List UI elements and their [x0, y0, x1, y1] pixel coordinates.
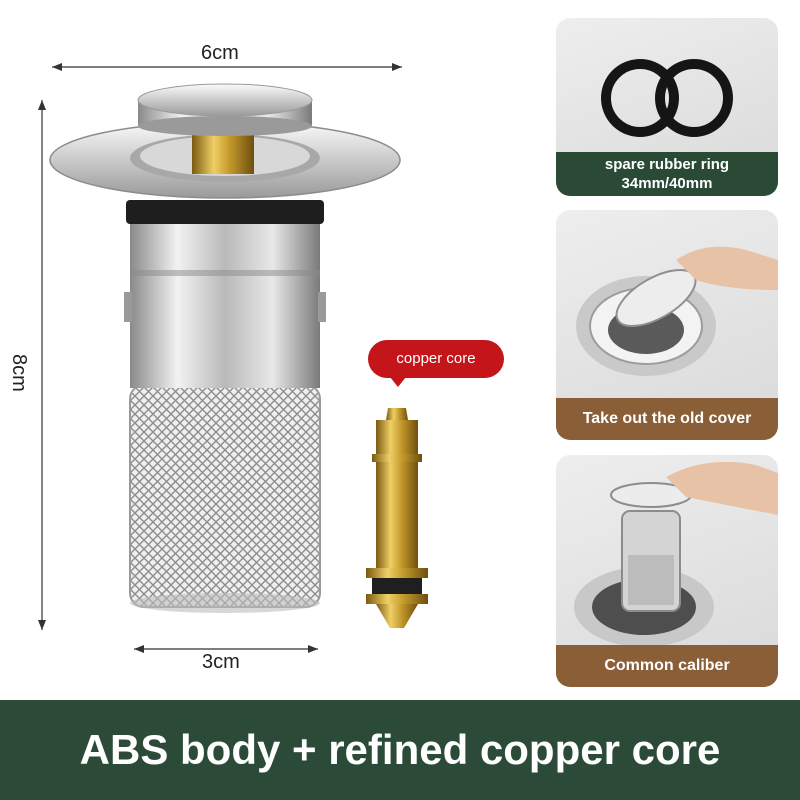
- caption-line-2: 34mm/40mm: [621, 175, 713, 192]
- width-dimension-label: 6cm: [201, 42, 239, 64]
- card-caption: Take out the old cover: [556, 398, 778, 440]
- bottom-dimension-label: 3cm: [202, 651, 240, 673]
- drain-install-photo: [574, 461, 778, 647]
- bottom-banner: ABS body + refined copper core: [0, 700, 800, 800]
- pop-up-cap: [137, 83, 313, 136]
- chrome-flange: [49, 121, 401, 199]
- bottom-dimension-arrow: [134, 645, 318, 653]
- card-take-out-old-cover: Take out the old cover: [556, 210, 778, 440]
- chrome-cylinder: [124, 200, 326, 388]
- rubber-rings-icon: [601, 59, 733, 137]
- product-illustration: 6cm 8cm 3cm: [8, 42, 428, 673]
- drain-filter-illustration: [38, 63, 428, 653]
- card-caption: Common caliber: [556, 645, 778, 687]
- caption-line-1: spare rubber ring: [604, 156, 730, 173]
- card-caption: spare rubber ring 34mm/40mm: [556, 152, 778, 196]
- mesh-basket: [129, 384, 321, 613]
- copper-core-illustration: [366, 408, 428, 628]
- copper-core-callout: copper core: [368, 340, 504, 387]
- sink-drain-photo: [576, 246, 778, 376]
- card-common-caliber: Common caliber: [556, 455, 778, 687]
- height-dimension-label: 8cm: [8, 354, 30, 392]
- height-dimension-arrow: [38, 100, 46, 630]
- width-dimension-arrow: [52, 63, 402, 71]
- card-spare-rubber-ring: spare rubber ring 34mm/40mm: [556, 18, 778, 196]
